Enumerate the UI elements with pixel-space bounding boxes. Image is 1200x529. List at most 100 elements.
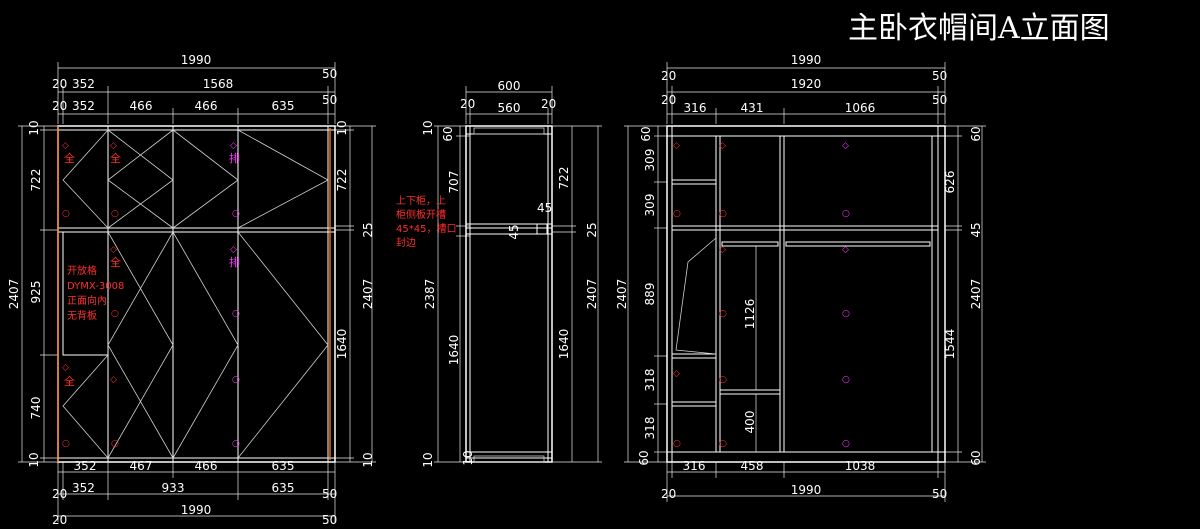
interior-left-b: 309	[643, 149, 657, 172]
svg-text:○: ○	[111, 439, 119, 449]
interior-right-a: 60	[969, 126, 983, 141]
front-top-r2-c: 1568	[203, 77, 234, 91]
svg-text:全: 全	[110, 151, 121, 165]
svg-text:○: ○	[111, 209, 119, 219]
side-top-a: 20	[460, 97, 475, 111]
svg-text:○: ○	[842, 439, 850, 449]
interior-right-b: 626	[943, 171, 957, 194]
front-bottom-r1-a: 352	[74, 459, 97, 473]
side-right-b: 1640	[557, 329, 571, 360]
front-top-r3-e: 635	[272, 99, 295, 113]
front-bottom-dimensions	[57, 462, 336, 522]
interior-top-total: 1990	[791, 53, 822, 67]
svg-text:◇: ◇	[719, 141, 726, 151]
front-bottom-r2-b: 352	[72, 481, 95, 495]
interior-left-e: 318	[643, 369, 657, 392]
front-top-r2-b: 352	[72, 77, 95, 91]
interior-left-c: 309	[643, 194, 657, 217]
svg-text:◇: ◇	[110, 245, 117, 255]
interior-left-total: 2407	[615, 279, 629, 310]
interior-top-r2-a: 20	[661, 69, 676, 83]
interior-elevation: 1990 20 1920 50 20 316 431 1066 50 2407 …	[615, 53, 986, 502]
svg-text:○: ○	[719, 209, 727, 219]
svg-text:◇: ◇	[673, 369, 680, 379]
front-bottom-r2-c: 933	[162, 481, 185, 495]
front-hardware-marks: ◇ ◇ ◇ 全 全 排 ○ ○ ○ ◇ ◇ 全 排 ○ ○ ◇ 全 ◇ ○ ○	[62, 141, 240, 449]
svg-text:◇: ◇	[62, 141, 69, 151]
side-left-top: 10	[421, 120, 435, 135]
interior-top-r2-c: 50	[932, 69, 947, 83]
svg-text:○: ○	[111, 309, 119, 319]
side-slot-size: 45	[537, 201, 552, 215]
svg-text:○: ○	[232, 439, 240, 449]
front-left-b: 722	[29, 169, 43, 192]
svg-text:全: 全	[110, 255, 121, 269]
front-top-r2-a: 20	[52, 77, 67, 91]
svg-text:全: 全	[64, 151, 75, 165]
svg-text:○: ○	[232, 375, 240, 385]
svg-text:排: 排	[229, 151, 240, 165]
interior-bottom-total-c: 50	[932, 487, 947, 501]
svg-text:○: ○	[673, 209, 681, 219]
side-note-4: 封边	[396, 236, 416, 249]
front-bottom-r1-d: 635	[272, 459, 295, 473]
svg-text:◇: ◇	[842, 141, 849, 151]
front-left-total: 2407	[7, 279, 21, 310]
interior-inner-b: 400	[743, 411, 757, 434]
front-right-dimensions	[335, 125, 376, 463]
side-right-dimensions	[552, 125, 602, 463]
side-left-d: 2387	[423, 279, 437, 310]
interior-top-r3-a: 20	[661, 93, 676, 107]
svg-text:○: ○	[232, 309, 240, 319]
side-left-b: 707	[447, 171, 461, 194]
interior-top-r3-c: 431	[741, 101, 764, 115]
front-bottom-total: 1990	[181, 503, 212, 517]
front-left-c: 925	[29, 281, 43, 304]
drawing-title: 主卧衣帽间A立面图	[848, 11, 1110, 46]
interior-left-a: 60	[639, 126, 653, 141]
side-top-b: 560	[498, 101, 521, 115]
front-left-d: 740	[29, 397, 43, 420]
side-note-3: 45*45，槽口	[396, 222, 456, 235]
front-bottom-total-a: 20	[52, 513, 67, 527]
front-note-4: 无背板	[67, 309, 97, 322]
svg-text:◇: ◇	[110, 141, 117, 151]
interior-bottom-dimensions	[666, 462, 946, 502]
front-right-b: 722	[335, 169, 349, 192]
side-left-a: 60	[441, 126, 455, 141]
side-top-total: 600	[498, 79, 521, 93]
front-right-d: 1640	[335, 329, 349, 360]
side-left-dimensions	[434, 125, 470, 463]
interior-left-d: 889	[643, 283, 657, 306]
side-section: 600 20 560 20 60 707 45 2387 1640 10 10 …	[396, 79, 602, 468]
front-note-1: 开放格	[67, 264, 97, 277]
front-bottom-total-c: 50	[322, 513, 337, 527]
side-right-total: 25	[585, 222, 599, 237]
front-door-swing-lines	[62, 129, 329, 459]
svg-text:◇: ◇	[230, 141, 237, 151]
front-top-r3-f: 50	[322, 93, 337, 107]
side-right-overall: 2407	[585, 279, 599, 310]
svg-text:排: 排	[229, 255, 240, 269]
front-cabinet: ◇ ◇ ◇ 全 全 排 ○ ○ ○ ◇ ◇ 全 排 ○ ○ ◇ 全 ◇ ○ ○	[57, 125, 336, 463]
svg-text:○: ○	[842, 375, 850, 385]
side-right-a: 722	[557, 167, 571, 190]
front-bottom-r2-d: 635	[272, 481, 295, 495]
front-top-r3-c: 466	[130, 99, 153, 113]
interior-top-r3-b: 316	[684, 101, 707, 115]
side-left-e: 1640	[447, 335, 461, 366]
interior-right-d: 1544	[943, 329, 957, 360]
side-left-bottom: 10	[421, 452, 435, 467]
side-note-1: 上下柜，上	[396, 194, 446, 207]
front-bottom-r1-b: 467	[130, 459, 153, 473]
svg-text:○: ○	[232, 209, 240, 219]
front-top-r2-d: 50	[322, 67, 337, 81]
interior-top-r2-b: 1920	[791, 77, 822, 91]
svg-text:○: ○	[673, 439, 681, 449]
svg-text:○: ○	[842, 209, 850, 219]
svg-text:○: ○	[62, 439, 70, 449]
side-cabinet	[465, 125, 553, 463]
front-note-3: 正面向內	[67, 294, 107, 307]
svg-text:○: ○	[719, 439, 727, 449]
